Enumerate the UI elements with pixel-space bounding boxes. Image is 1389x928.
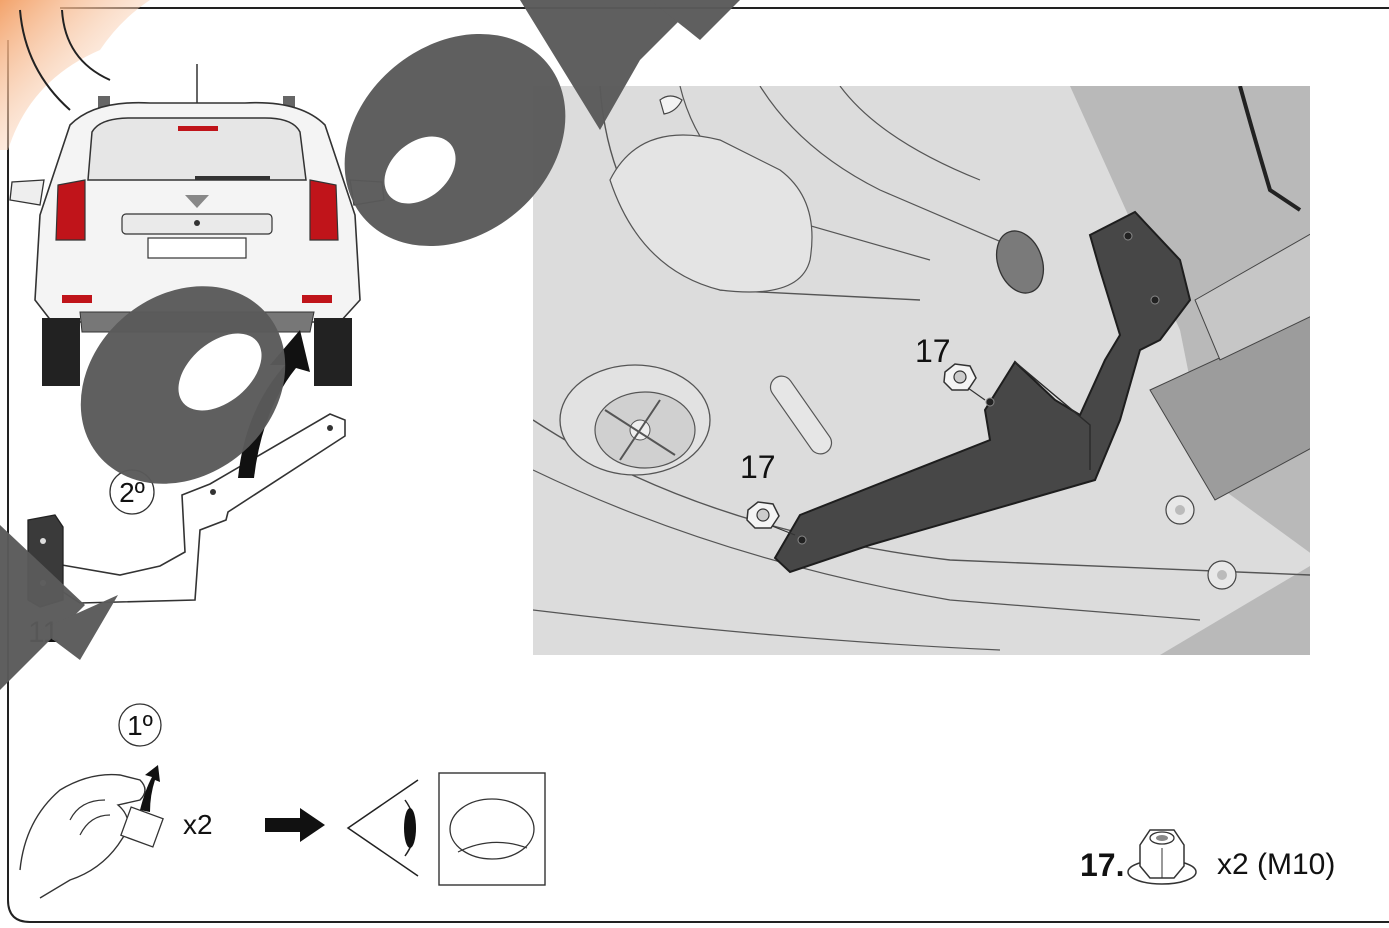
protection-quantity: x2 <box>183 809 213 840</box>
legend-quantity-spec: x2 (M10) <box>1217 848 1335 881</box>
nut-callout-upper: 17 <box>915 333 951 369</box>
nut-callout-lower: 17 <box>740 449 776 485</box>
nut-17-upper <box>943 363 986 401</box>
insert-arrow <box>238 330 310 478</box>
legend-item-number: 17. <box>1080 847 1124 883</box>
eye-icon <box>346 779 419 877</box>
step2-label: 2º <box>119 477 145 508</box>
next-arrow <box>265 808 325 842</box>
underbody-view <box>533 86 1310 655</box>
step1-label: 1º <box>127 710 153 741</box>
hand-peel-icon <box>19 765 164 899</box>
nut-17-lower <box>746 501 796 536</box>
step1-circle <box>118 703 162 747</box>
corner-accent <box>0 0 150 150</box>
watermark <box>0 0 740 690</box>
flange-nut-icon <box>1127 829 1197 885</box>
hole-inspection-box <box>438 772 546 886</box>
